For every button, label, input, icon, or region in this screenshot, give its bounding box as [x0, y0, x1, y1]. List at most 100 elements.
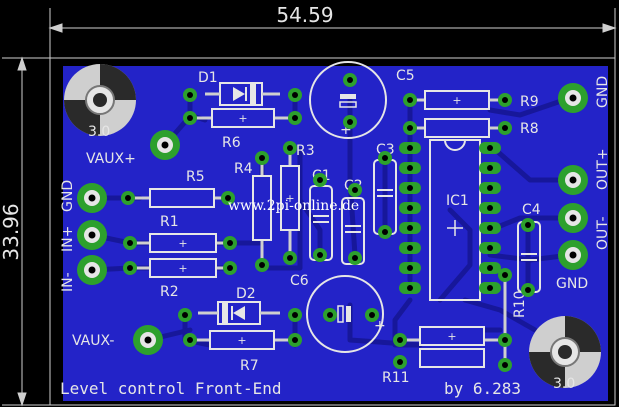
pad-drill-hole	[352, 187, 358, 193]
pad-drill-hole	[407, 125, 413, 131]
pad-drill-hole	[347, 77, 353, 83]
connector-pad-hole	[88, 266, 96, 274]
mounting-hole-right-label: 3.0	[553, 376, 575, 392]
pad-drill-hole	[397, 359, 403, 365]
c6-label: C6	[290, 273, 309, 289]
ic-pin-hole	[487, 265, 493, 271]
pad-drill-hole	[225, 195, 231, 201]
board-title: Level control Front-End	[60, 379, 282, 398]
connector-pads	[77, 83, 588, 355]
out-plus-label: OUT+	[595, 148, 611, 190]
connector-pad-hole	[569, 94, 577, 102]
svg-text:+: +	[238, 112, 247, 125]
in-minus-label: IN-	[60, 272, 76, 292]
board-outline	[49, 57, 616, 406]
watermark: www.2pi-online.de	[228, 198, 359, 214]
resistor-r5	[128, 188, 228, 208]
r6-label: R6	[222, 135, 241, 151]
pad-drill-hole	[127, 265, 133, 271]
d1-label: D1	[198, 70, 218, 86]
r7-label: R7	[240, 358, 259, 374]
pad-drill-hole	[182, 312, 188, 318]
pad-drill-hole	[127, 240, 133, 246]
ic-pin-hole	[407, 285, 413, 291]
pad-drill-hole	[287, 145, 293, 151]
pads-layer	[121, 73, 535, 372]
diode-d1	[205, 82, 280, 106]
ic-pin-hole	[407, 265, 413, 271]
pad-drill-hole	[227, 240, 233, 246]
pad-drill-hole	[502, 337, 508, 343]
r5-label: R5	[186, 169, 205, 185]
in-plus-label: IN+	[60, 226, 76, 252]
resistor-r11: +	[400, 326, 505, 368]
r2-label: R2	[160, 284, 179, 300]
pad-drill-hole	[382, 229, 388, 235]
svg-text:+: +	[374, 318, 386, 334]
ic-pin-hole	[407, 165, 413, 171]
pad-drill-hole	[502, 362, 508, 368]
r3-label: R3	[296, 143, 315, 159]
resistor-r1: +	[130, 233, 230, 253]
gnd-top-label: GND	[595, 76, 611, 108]
board-credit: by 6.283	[444, 379, 521, 398]
r11-label: R11	[382, 370, 410, 386]
pad-drill-hole	[292, 92, 298, 98]
mounting-hole-left-label: 3.0	[88, 124, 110, 140]
pad-drill-hole	[187, 92, 193, 98]
ic-pin-hole	[407, 185, 413, 191]
in-gnd-label: GND	[60, 180, 76, 212]
svg-text:+: +	[178, 262, 187, 275]
ic-pin-hole	[487, 245, 493, 251]
ic-pin-hole	[487, 225, 493, 231]
connector-pad-hole	[569, 251, 577, 259]
dimension-width-label: 54.59	[276, 3, 333, 27]
r1-label: R1	[160, 214, 179, 230]
pad-drill-hole	[259, 262, 265, 268]
pad-drill-hole	[352, 255, 358, 261]
ic-pin-hole	[407, 245, 413, 251]
connector-pad-hole	[569, 214, 577, 222]
ic-pin-hole	[407, 205, 413, 211]
pad-drill-hole	[327, 312, 333, 318]
resistor-r8	[410, 118, 505, 138]
resistor-r9: +	[410, 90, 505, 110]
pad-drill-hole	[292, 115, 298, 121]
resistor-r4	[252, 155, 272, 265]
ic-pin-hole	[407, 225, 413, 231]
electrolytic-capacitor-c6: +	[306, 275, 386, 353]
r8-label: R8	[520, 121, 539, 137]
svg-text:+: +	[447, 330, 456, 343]
vaux-plus-label: VAUX+	[86, 151, 136, 167]
pad-drill-hole	[369, 312, 375, 318]
resistor-r6: +	[190, 108, 295, 128]
connector-pad-hole	[161, 141, 169, 149]
c5-label: C5	[396, 68, 415, 84]
mounting-hole-right	[529, 316, 601, 388]
dimension-height-label: 33.96	[0, 203, 23, 260]
d2-label: D2	[236, 286, 256, 302]
pad-drill-hole	[259, 155, 265, 161]
ic-pin-hole	[407, 145, 413, 151]
ic1-label: IC1	[446, 193, 469, 209]
gnd-bottom-label: GND	[556, 276, 588, 292]
r9-label: R9	[520, 94, 539, 110]
dimension-width	[48, 8, 617, 58]
dimension-height	[2, 56, 50, 407]
ic-pin-hole	[487, 165, 493, 171]
connector-pad-hole	[88, 194, 96, 202]
svg-text:+: +	[237, 334, 246, 347]
ic-pin-hole	[487, 205, 493, 211]
pad-drill-hole	[407, 97, 413, 103]
pad-drill-hole	[525, 222, 531, 228]
mounting-hole-left	[64, 64, 136, 136]
pad-drill-hole	[125, 195, 131, 201]
pad-drill-hole	[397, 337, 403, 343]
svg-text:+: +	[340, 122, 352, 138]
resistor-r7: +	[190, 330, 295, 350]
resistor-r3: +	[280, 148, 300, 258]
vaux-minus-label: VAUX-	[72, 333, 114, 349]
pad-drill-hole	[292, 337, 298, 343]
connector-pad-hole	[144, 336, 152, 344]
svg-text:+: +	[452, 94, 461, 107]
